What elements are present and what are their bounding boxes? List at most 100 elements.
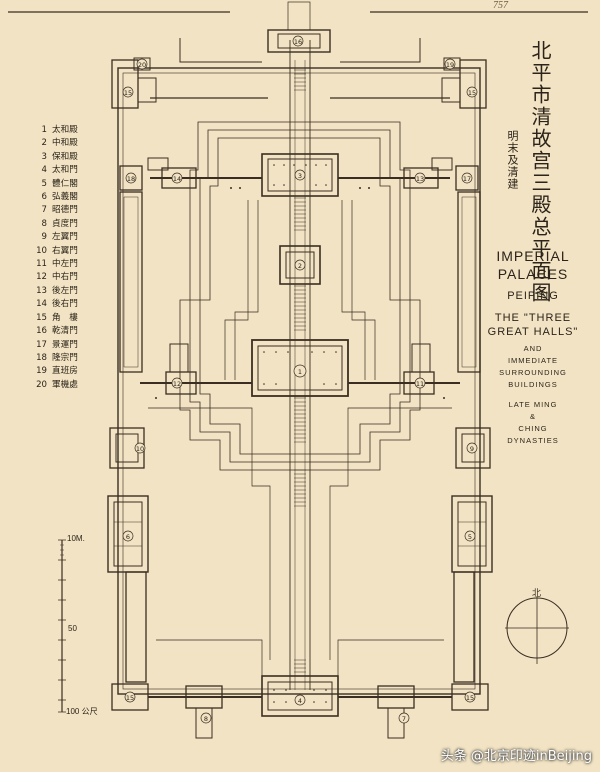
west-gallery bbox=[119, 191, 143, 373]
title-great-halls: GREAT HALLS" bbox=[487, 326, 579, 338]
legend-number: 4 bbox=[41, 165, 47, 176]
legend-label: 軍機處 bbox=[52, 379, 78, 390]
title-immediate: IMMEDIATE bbox=[507, 356, 559, 365]
gate-9 bbox=[455, 427, 491, 469]
corner-tower-ne bbox=[459, 59, 487, 109]
legend-label: 保和殿 bbox=[52, 151, 78, 162]
legend-label: 後左門 bbox=[52, 285, 78, 296]
label-9: 9 bbox=[470, 445, 474, 453]
legend-item: 9 左翼門 bbox=[33, 231, 78, 244]
label-15-nw: 15 bbox=[124, 89, 132, 97]
label-12: 12 bbox=[173, 380, 181, 388]
label-20: 20 bbox=[138, 61, 146, 69]
legend-label: 體仁閣 bbox=[52, 178, 78, 189]
legend-item: 12 中右門 bbox=[33, 271, 78, 284]
legend-item: 4 太和門 bbox=[33, 164, 78, 177]
legend-label: 左翼門 bbox=[52, 232, 78, 243]
label-1: 1 bbox=[298, 368, 302, 376]
legend-label: 中右門 bbox=[52, 272, 78, 283]
watermark: 头条 @北京印迹inBeijing bbox=[440, 749, 592, 764]
legend-number: 6 bbox=[41, 192, 47, 203]
legend-number: 15 bbox=[36, 312, 47, 323]
gate-14 bbox=[161, 167, 197, 189]
label-18: 18 bbox=[127, 175, 135, 183]
title-peiping: PEIPING bbox=[507, 290, 559, 302]
legend-number: 20 bbox=[36, 379, 47, 390]
legend-label: 弘義閣 bbox=[52, 192, 78, 203]
north-label: 北 bbox=[532, 589, 542, 599]
outer-wall bbox=[117, 67, 481, 695]
legend-label: 右翼門 bbox=[52, 245, 78, 256]
gate-4-taihe bbox=[261, 675, 339, 717]
label-16: 16 bbox=[294, 38, 302, 46]
legend-number: 9 bbox=[41, 232, 47, 243]
label-3: 3 bbox=[298, 172, 302, 180]
scale-label-50: 50 bbox=[68, 624, 77, 633]
legend-number: 2 bbox=[41, 138, 47, 149]
legend-label: 後右門 bbox=[52, 299, 78, 310]
legend-item: 20 軍機處 bbox=[33, 379, 78, 392]
legend-item: 19 直班房 bbox=[33, 365, 78, 378]
title-imperial: IMPERIAL bbox=[496, 248, 570, 264]
legend-label: 貞度門 bbox=[52, 218, 78, 229]
legend-number: 18 bbox=[36, 352, 47, 363]
scale-label-100: 100 公尺 bbox=[66, 707, 98, 716]
legend-item: 3 保和殿 bbox=[33, 151, 78, 164]
legend-number: 1 bbox=[41, 125, 47, 135]
legend-item: 14 後右門 bbox=[33, 298, 78, 311]
title-palaces: PALACES bbox=[497, 266, 569, 282]
legend-label: 昭德門 bbox=[52, 205, 78, 216]
label-13: 13 bbox=[416, 175, 424, 183]
hall-3-baohe bbox=[261, 153, 339, 197]
label-15-sw: 15 bbox=[126, 694, 134, 702]
label-11: 11 bbox=[416, 380, 424, 388]
label-17: 17 bbox=[463, 175, 471, 183]
title-dynasties: DYNASTIES bbox=[507, 436, 559, 445]
title-and: AND bbox=[523, 344, 543, 353]
legend-label: 太和門 bbox=[52, 165, 78, 176]
label-10: 10 bbox=[136, 445, 144, 453]
chinese-title: 北平市清故宫三殿总平面图 bbox=[528, 40, 552, 304]
label-7: 7 bbox=[402, 715, 406, 723]
label-14: 14 bbox=[173, 175, 181, 183]
legend-number: 14 bbox=[36, 299, 47, 310]
legend-item: 13 後左門 bbox=[33, 285, 78, 298]
legend-item: 11 中左門 bbox=[33, 258, 78, 271]
legend-number: 13 bbox=[36, 285, 47, 296]
legend-label: 太和殿 bbox=[52, 125, 78, 135]
legend-number: 16 bbox=[36, 326, 47, 337]
scale-label-10m: 10M. bbox=[67, 534, 85, 543]
legend-label: 中和殿 bbox=[52, 138, 78, 149]
legend-label: 乾清門 bbox=[52, 326, 78, 337]
label-5: 5 bbox=[468, 533, 472, 541]
legend-number: 12 bbox=[36, 272, 47, 283]
hall-1-taihe bbox=[251, 339, 349, 397]
corner-note: 757 bbox=[493, 0, 508, 11]
legend-number: 11 bbox=[36, 259, 47, 270]
legend-number: 7 bbox=[41, 205, 47, 216]
legend-item: 1 太和殿 bbox=[33, 124, 78, 137]
hall-2-zhonghe bbox=[279, 245, 321, 285]
legend-number: 17 bbox=[36, 339, 47, 350]
legend-item: 6 弘義閣 bbox=[33, 191, 78, 204]
label-15-ne: 15 bbox=[468, 89, 476, 97]
chinese-subtitle: 明末及清建 bbox=[506, 130, 519, 190]
legend-label: 中左門 bbox=[52, 259, 78, 270]
legend-item: 7 昭德門 bbox=[33, 204, 78, 217]
title-surrounding: SURROUNDING bbox=[499, 368, 567, 377]
legend-label: 角 樓 bbox=[52, 312, 78, 323]
legend-label: 直班房 bbox=[52, 366, 78, 377]
title-three: THE "THREE bbox=[494, 312, 572, 324]
legend-number: 19 bbox=[36, 366, 47, 377]
title-ching: CHING bbox=[518, 424, 548, 433]
label-19: 19 bbox=[446, 61, 454, 69]
gate-13 bbox=[403, 167, 439, 189]
legend-number: 3 bbox=[41, 151, 47, 162]
